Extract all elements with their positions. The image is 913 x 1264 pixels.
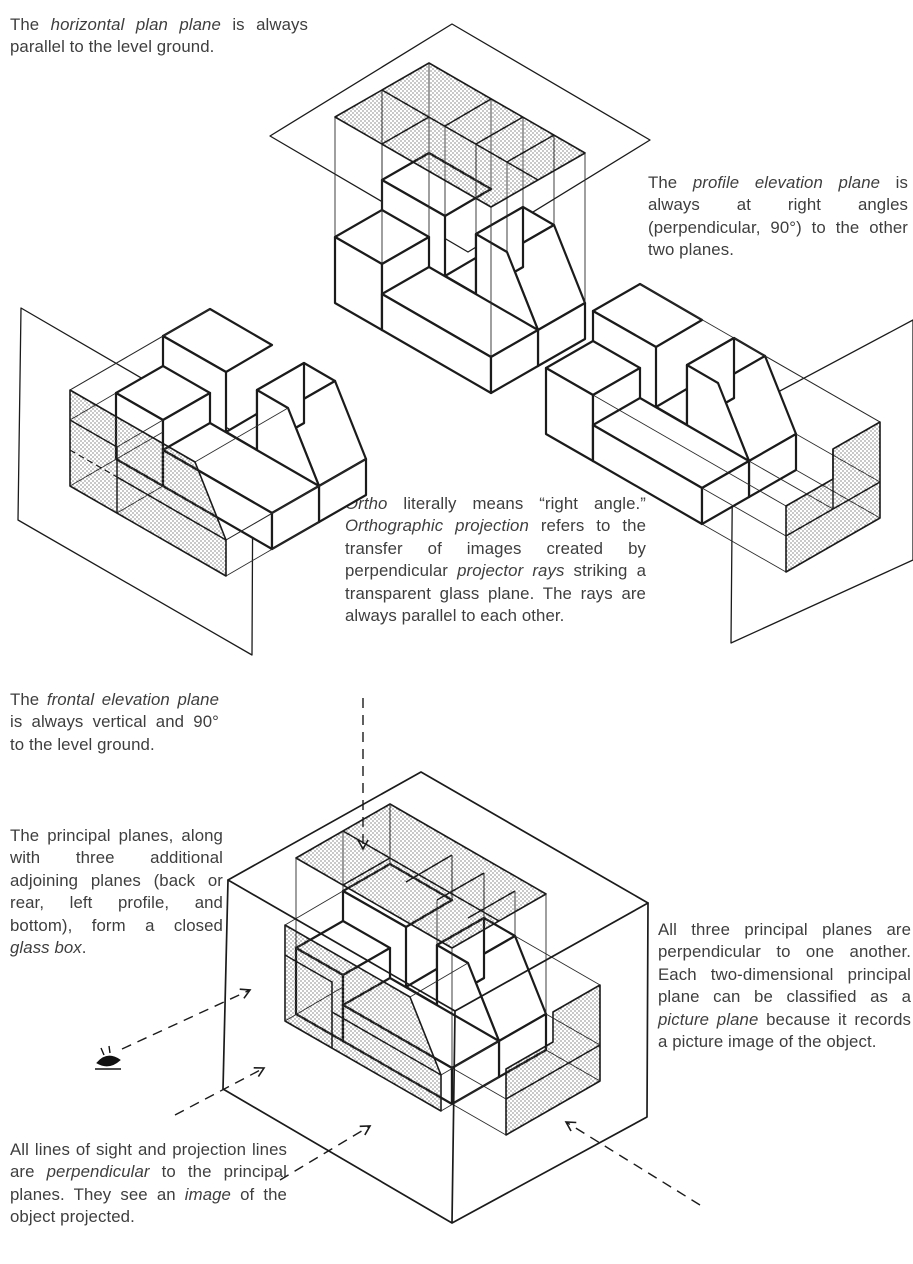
- projected-side-view: [785, 421, 881, 573]
- horizontal-plane: [269, 23, 651, 253]
- figure-horizontal-plan-plane: [269, 23, 651, 395]
- figure-frontal-elevation-plane: [17, 307, 368, 656]
- eye-icon: [95, 1045, 121, 1070]
- object: [333, 151, 587, 395]
- sight-arrow-left-upper: [121, 988, 252, 1050]
- caption-principal-planes: The principal planes, along with three a…: [10, 826, 223, 958]
- sight-arrow-left-lower: [174, 1066, 266, 1116]
- caption-picture-plane: All three principal planes are perpendic…: [658, 920, 911, 1052]
- caption-profile-elevation: The profile elevation plane is always at…: [648, 173, 908, 260]
- profile-plane: [730, 319, 913, 644]
- figure-glass-box: [222, 771, 649, 1224]
- caption-lines-of-sight: All lines of sight and projection lines …: [10, 1140, 287, 1227]
- projected-top-view: [334, 62, 586, 208]
- projector-rays: [284, 804, 601, 1136]
- sight-arrow-bottom-left: [279, 1125, 372, 1181]
- sight-arrow-bottom-right: [564, 1121, 701, 1206]
- figure-profile-elevation-plane: [544, 282, 913, 644]
- sight-lines: [121, 698, 701, 1206]
- caption-ortho-definition: Ortho literally means “right angle.” Ort…: [345, 494, 647, 626]
- caption-horizontal-plan: The horizontal plan plane is always para…: [10, 15, 308, 57]
- projected-front-view: [69, 389, 227, 577]
- projected-front-view: [284, 924, 442, 1112]
- glass-box-edges: [222, 771, 649, 1224]
- caption-frontal-elevation: The frontal elevation plane is always ve…: [10, 690, 220, 754]
- object: [544, 282, 798, 526]
